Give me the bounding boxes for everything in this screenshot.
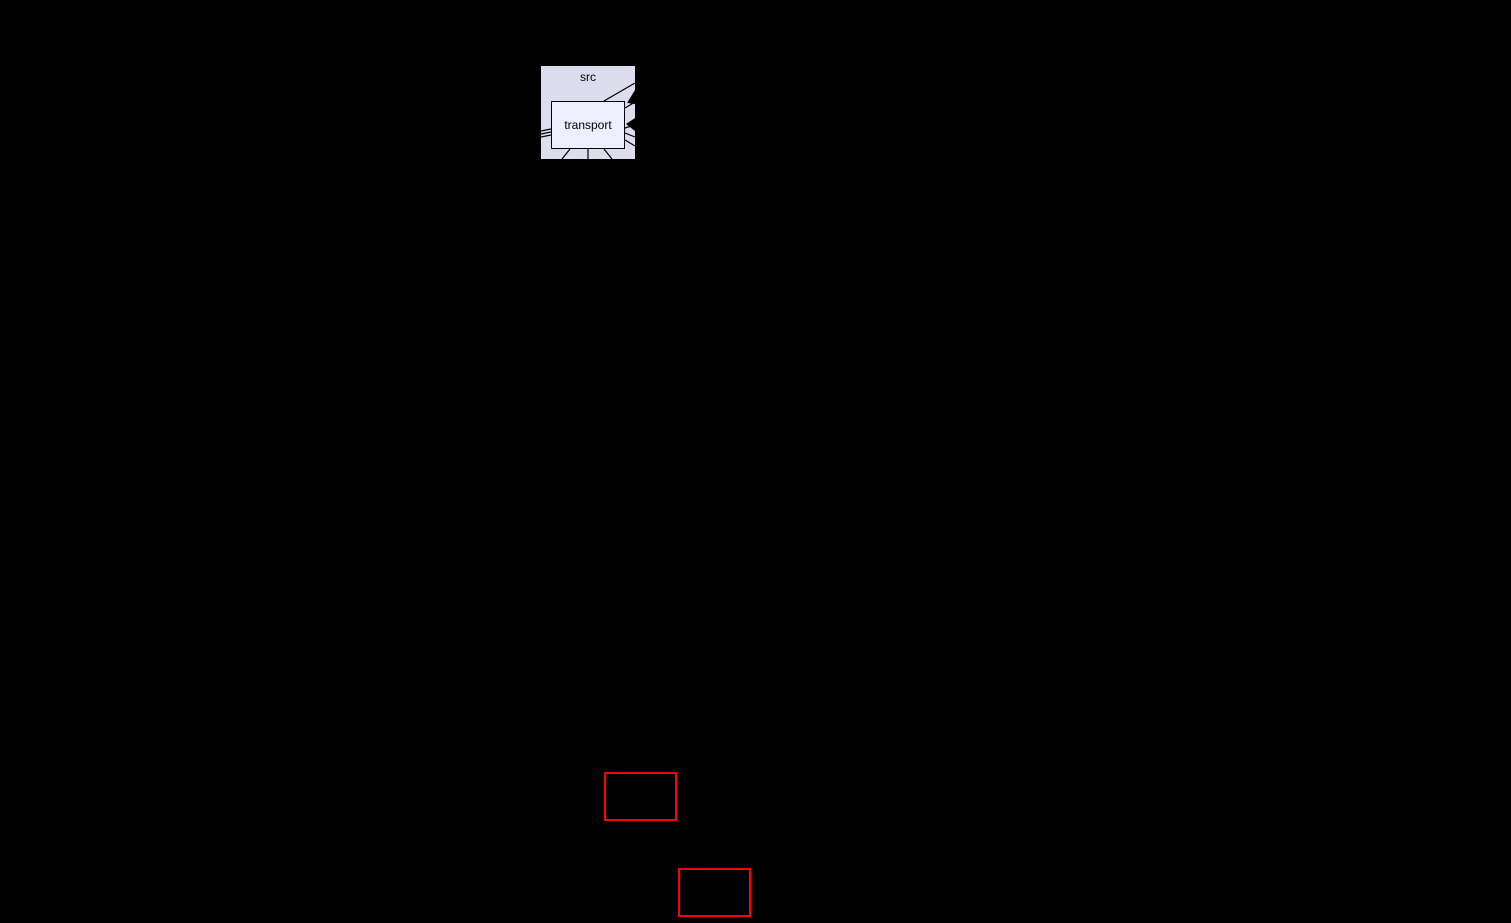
cluster-src-label: src [580, 70, 596, 84]
node-transport-label: transport [564, 118, 612, 132]
node-external-2[interactable] [678, 868, 751, 917]
node-external-1[interactable] [604, 772, 677, 821]
node-transport[interactable]: transport [551, 101, 625, 149]
